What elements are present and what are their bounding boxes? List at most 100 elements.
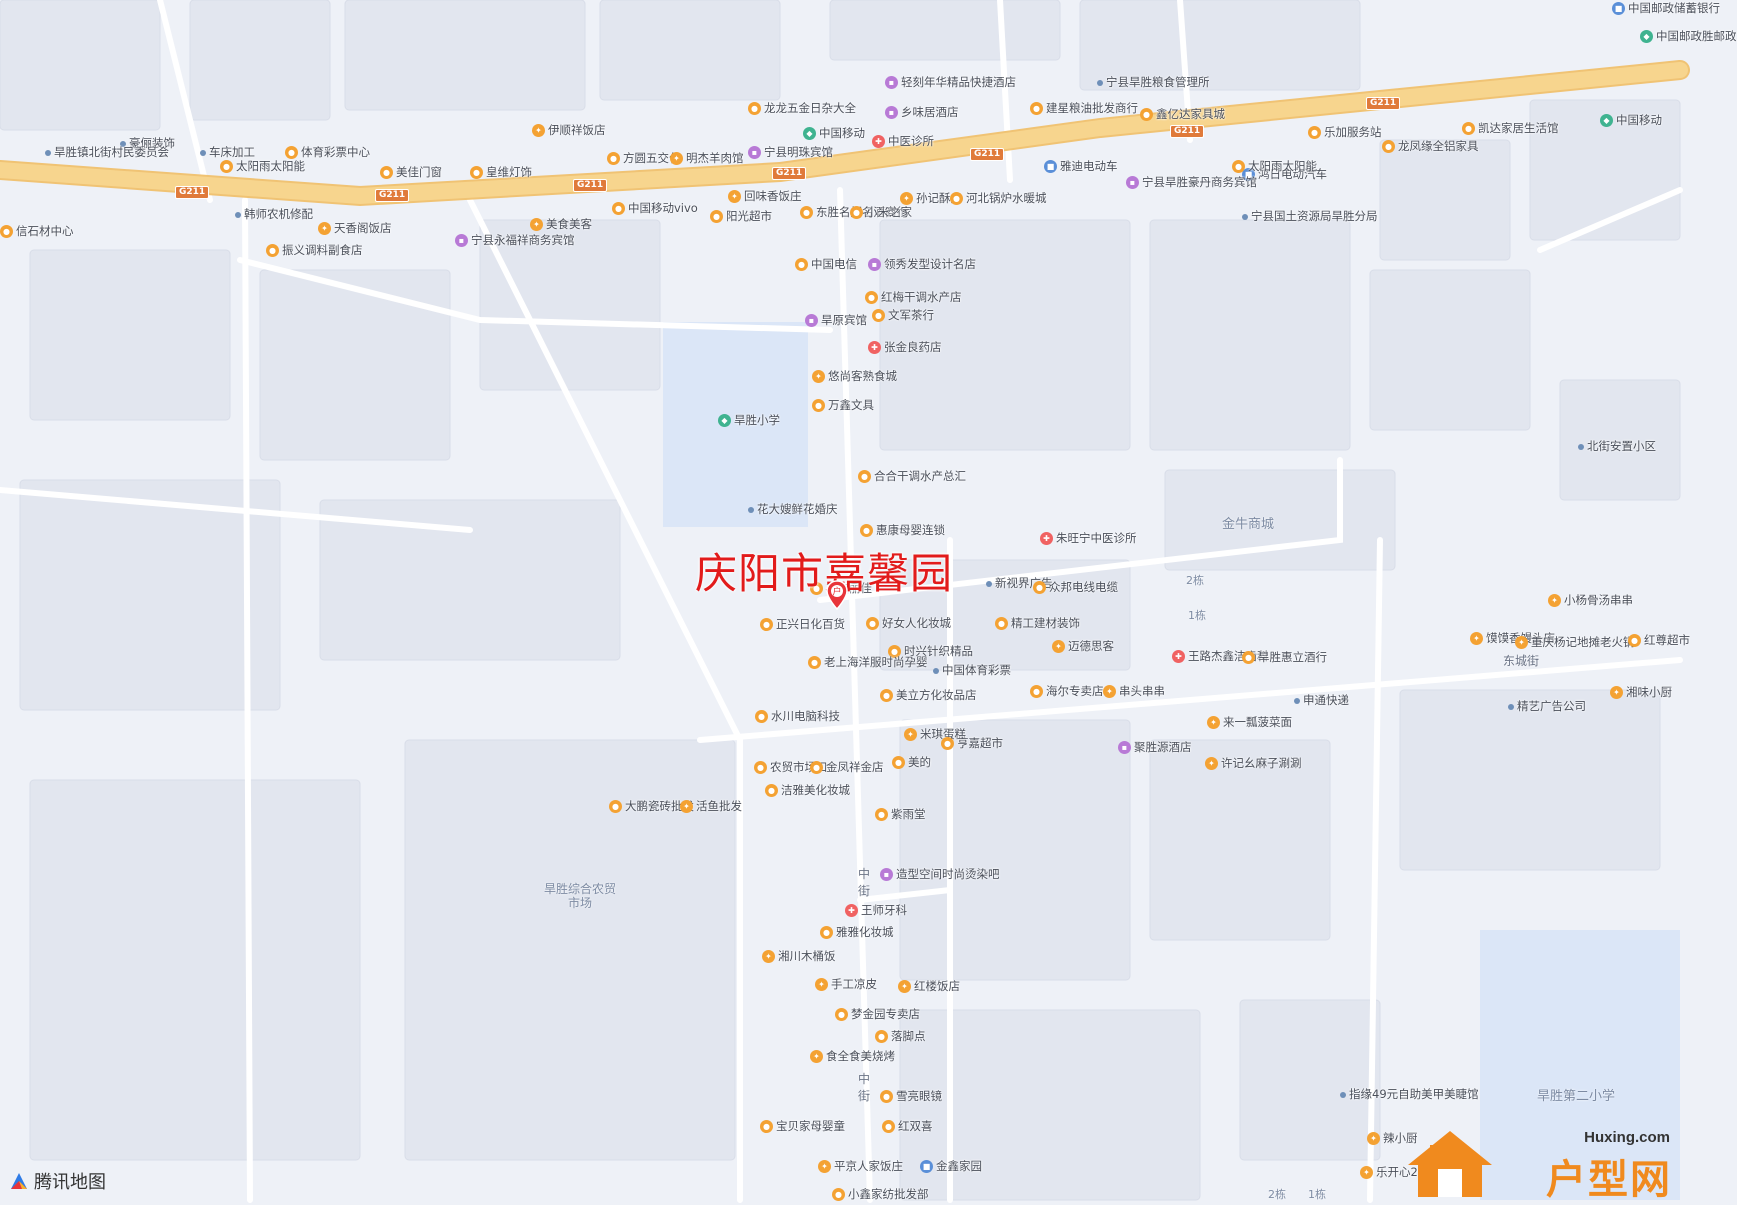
poi-item[interactable]: ✦伊顺祥饭店: [532, 124, 606, 137]
poi-item[interactable]: ●小米之家: [850, 206, 912, 219]
poi-item[interactable]: ■鸿日电动汽车: [1242, 168, 1327, 181]
poi-item[interactable]: ●龙凤缘全铝家具: [1382, 140, 1479, 153]
poi-item[interactable]: ▪旱原宾馆: [805, 314, 867, 327]
poi-item[interactable]: ✚王师牙科: [845, 904, 907, 917]
poi-item[interactable]: 北街安置小区: [1578, 440, 1656, 453]
poi-item[interactable]: ●文军茶行: [872, 309, 934, 322]
poi-item[interactable]: ●中国移动vivo: [612, 202, 698, 215]
poi-item[interactable]: ✦平京人家饭庄: [818, 1160, 903, 1173]
poi-item[interactable]: ✦悠尚客熟食城: [812, 370, 897, 383]
poi-item[interactable]: ●旱胜惠立酒行: [1242, 651, 1327, 664]
poi-item[interactable]: ●紫雨堂: [875, 808, 926, 821]
poi-item[interactable]: ▪聚胜源酒店: [1118, 741, 1192, 754]
poi-item[interactable]: ●万鑫文具: [812, 399, 874, 412]
poi-item[interactable]: 申通快递: [1294, 694, 1349, 707]
poi-item[interactable]: ■金鑫家园: [920, 1160, 982, 1173]
poi-item[interactable]: ◆旱胜小学: [718, 414, 780, 427]
poi-item[interactable]: ●皇维灯饰: [470, 166, 532, 179]
poi-item[interactable]: ●雅雅化妆城: [820, 926, 894, 939]
poi-item[interactable]: ●凯达家居生活馆: [1462, 122, 1559, 135]
poi-item[interactable]: ✦重庆杨记地摊老火锅: [1515, 636, 1635, 649]
poi-item[interactable]: ▪宁县明珠宾馆: [748, 146, 833, 159]
poi-item[interactable]: ●大鹏瓷砖批发: [609, 800, 694, 813]
poi-item[interactable]: ●水川电脑科技: [755, 710, 840, 723]
poi-item[interactable]: ●建星粮油批发商行: [1030, 102, 1138, 115]
poi-item[interactable]: ●中国电信: [795, 258, 857, 271]
poi-item[interactable]: ●红尊超市: [1628, 634, 1690, 647]
poi-item[interactable]: ●金凤祥金店: [810, 761, 884, 774]
poi-item[interactable]: 宁县国土资源局旱胜分局: [1242, 210, 1378, 223]
poi-item[interactable]: 韩师农机修配: [235, 208, 313, 221]
poi-item[interactable]: ●海尔专卖店: [1030, 685, 1104, 698]
poi-item[interactable]: ●正兴日化百货: [760, 618, 845, 631]
poi-item[interactable]: ●宝贝家母婴童: [760, 1120, 845, 1133]
poi-item[interactable]: ▪造型空间时尚烫染吧: [880, 868, 1000, 881]
poi-item[interactable]: ◆中国邮政胜邮政: [1640, 30, 1737, 43]
location-marker[interactable]: 户: [826, 580, 848, 611]
poi-item[interactable]: ●老上海洋服时尚孕婴: [808, 656, 928, 669]
poi-item[interactable]: ●惠康母婴连锁: [860, 524, 945, 537]
poi-item[interactable]: ▪宁县永福祥商务宾馆: [455, 234, 575, 247]
poi-item[interactable]: ▪领秀发型设计名店: [868, 258, 976, 271]
poi-item[interactable]: ●精工建材装饰: [995, 617, 1080, 630]
poi-item[interactable]: ▪宁县旱胜豪丹商务宾馆: [1126, 176, 1257, 189]
poi-item[interactable]: ●雪亮眼镜: [880, 1090, 942, 1103]
poi-item[interactable]: ●洁雅美化妆城: [765, 784, 850, 797]
poi-item[interactable]: 指缘49元自助美甲美睫馆: [1340, 1088, 1479, 1101]
poi-item[interactable]: ●红梅干调水产店: [865, 291, 962, 304]
poi-item[interactable]: ●红双喜: [882, 1120, 933, 1133]
poi-item[interactable]: 花大嫂鲜花婚庆: [748, 503, 838, 516]
poi-item[interactable]: ●好女人化妆城: [866, 617, 951, 630]
poi-item[interactable]: ●龙龙五金日杂大全: [748, 102, 856, 115]
poi-item[interactable]: ✦迈德思客: [1052, 640, 1114, 653]
poi-item[interactable]: ✦小杨骨汤串串: [1548, 594, 1633, 607]
poi-item[interactable]: ✦湘味小厨: [1610, 686, 1672, 699]
poi-item[interactable]: ●方圆五交化: [607, 152, 681, 165]
poi-item[interactable]: ●振义调料副食店: [266, 244, 363, 257]
poi-item[interactable]: ●鑫亿达家具城: [1140, 108, 1225, 121]
poi-item[interactable]: ■雅迪电动车: [1044, 160, 1118, 173]
poi-item[interactable]: ●时兴针织精品: [888, 645, 973, 658]
poi-item[interactable]: ●美佳门窗: [380, 166, 442, 179]
poi-item[interactable]: ■中国邮政储蓄银行: [1612, 2, 1720, 15]
poi-item[interactable]: ✦红楼饭店: [898, 980, 960, 993]
poi-item[interactable]: 宁县旱胜粮食管理所: [1097, 76, 1210, 89]
poi-item[interactable]: ●亨嘉超市: [941, 737, 1003, 750]
poi-item[interactable]: ●信石材中心: [0, 225, 74, 238]
poi-item[interactable]: ✦食全食美烧烤: [810, 1050, 895, 1063]
poi-item[interactable]: ✦明杰羊肉馆: [670, 152, 744, 165]
poi-item[interactable]: ✦辣小厨: [1367, 1132, 1418, 1145]
poi-item[interactable]: ●小鑫家纺批发部: [832, 1188, 929, 1201]
poi-item[interactable]: ●河北锅炉水暖城: [950, 192, 1047, 205]
poi-item[interactable]: ●梦金园专卖店: [835, 1008, 920, 1021]
poi-item[interactable]: ▪轻刻年华精品快捷酒店: [885, 76, 1016, 89]
poi-item[interactable]: ●众邦电线电缆: [1033, 581, 1118, 594]
poi-item[interactable]: ◆中国移动: [1600, 114, 1662, 127]
poi-item[interactable]: ✚张金良药店: [868, 341, 942, 354]
poi-item[interactable]: ●体育彩票中心: [285, 146, 370, 159]
poi-item[interactable]: ✦回味香饭庄: [728, 190, 802, 203]
poi-item[interactable]: ◆中国移动: [803, 127, 865, 140]
poi-item[interactable]: ✦手工凉皮: [815, 978, 877, 991]
poi-item[interactable]: ●阳光超市: [710, 210, 772, 223]
poi-item[interactable]: ●太阳雨太阳能: [1232, 160, 1317, 173]
poi-item[interactable]: ✦米琪蛋糕: [904, 728, 966, 741]
poi-item[interactable]: ✦活鱼批发: [680, 800, 742, 813]
poi-item[interactable]: ✚中医诊所: [872, 135, 934, 148]
poi-item[interactable]: ●美的: [892, 756, 931, 769]
poi-item[interactable]: ✚朱旺宁中医诊所: [1040, 532, 1137, 545]
poi-item[interactable]: 旱胜镇北街村民委员会: [45, 146, 169, 159]
poi-item[interactable]: ●落脚点: [875, 1030, 926, 1043]
poi-item[interactable]: 豪俪装饰: [120, 137, 175, 150]
poi-item[interactable]: ●美立方化妆品店: [880, 689, 977, 702]
poi-item[interactable]: ▪乡味居酒店: [885, 106, 959, 119]
poi-item[interactable]: ●太阳雨太阳能: [220, 160, 305, 173]
poi-item[interactable]: ✦天香阁饭店: [318, 222, 392, 235]
poi-item[interactable]: ✦许记幺麻子涮涮: [1205, 757, 1302, 770]
poi-item[interactable]: ✦美食美客: [530, 218, 592, 231]
poi-item[interactable]: ✦串头串串: [1103, 685, 1165, 698]
poi-item[interactable]: 车床加工: [200, 146, 255, 159]
poi-item[interactable]: 中国体育彩票: [933, 664, 1011, 677]
poi-item[interactable]: 精艺广告公司: [1508, 700, 1586, 713]
